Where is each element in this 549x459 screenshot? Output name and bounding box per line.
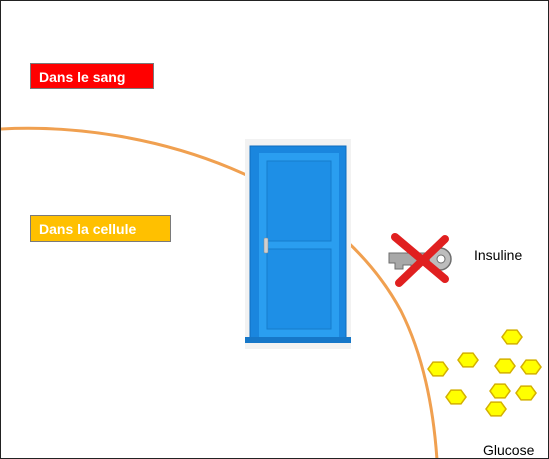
glucose-hexagon-icon (515, 385, 537, 401)
cell-label: Dans la cellule (30, 215, 171, 242)
red-cross-icon (391, 233, 449, 287)
blood-label: Dans le sang (30, 63, 154, 89)
glucose-hexagon-icon (501, 329, 523, 345)
cell-membrane (1, 126, 439, 458)
glucose-hexagon-icon (445, 389, 467, 405)
insulin-label: Insuline (474, 247, 523, 263)
glucose-label: Glucose (483, 442, 535, 458)
glucose-hexagon-icon (457, 352, 479, 368)
glucose-hexagon-icon (485, 401, 507, 417)
glucose-hexagon-icon (520, 359, 542, 375)
door-icon (245, 139, 351, 349)
glucose-hexagon-icon (494, 358, 516, 374)
glucose-molecules (427, 329, 542, 417)
glucose-hexagon-icon (489, 383, 511, 399)
glucose-hexagon-icon (427, 361, 449, 377)
